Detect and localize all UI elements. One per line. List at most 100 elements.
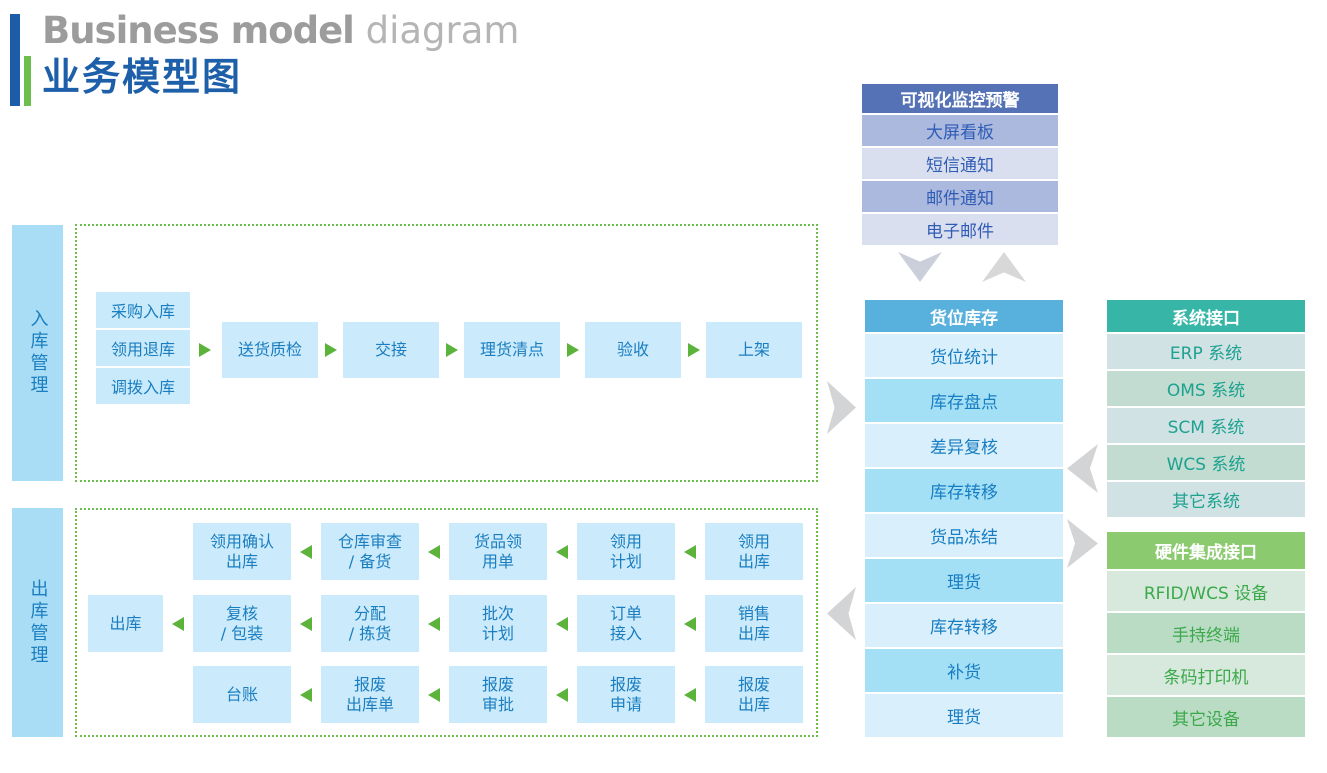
flow-arrow-left-icon xyxy=(556,687,568,702)
monitor-panel-rows: 大屏看板短信通知邮件通知电子邮件 xyxy=(862,115,1058,245)
inbound-dotted-box xyxy=(75,224,818,482)
outbound-box-cell: 报废 申请 xyxy=(577,666,675,723)
title-accent-bar-blue xyxy=(10,14,20,106)
outbound-box-cell: 销售 出库 xyxy=(705,595,803,652)
flow-arrow-left-icon xyxy=(172,616,184,631)
flow-separator-empty xyxy=(163,523,193,580)
flow-arrow-left-icon xyxy=(684,687,696,702)
flow-separator xyxy=(547,595,577,652)
outbound-box-cell: 领用 计划 xyxy=(577,523,675,580)
flow-separator xyxy=(291,666,321,723)
hardware-panel-header: 硬件集成接口 xyxy=(1107,532,1305,569)
system-panel-header: 系统接口 xyxy=(1107,300,1305,332)
system-panel-row: WCS 系统 xyxy=(1107,445,1305,480)
flow-separator xyxy=(675,595,705,652)
flow-arrow-left-icon xyxy=(556,544,568,559)
inventory-panel-header: 货位库存 xyxy=(865,300,1063,332)
outbound-row-1: 领用确认 出库仓库审查 / 备货货品领 用单领用 计划领用 出库 xyxy=(88,523,803,580)
flow-arrow-left-icon xyxy=(684,616,696,631)
title-accent-bar-green xyxy=(24,56,31,106)
flow-arrow-right-icon xyxy=(199,343,211,357)
monitor-panel-row: 邮件通知 xyxy=(862,181,1058,212)
flow-separator xyxy=(291,595,321,652)
arrow-inventory-to-outbound-icon xyxy=(827,587,856,640)
flow-separator xyxy=(291,523,321,580)
hardware-panel-row: 手持终端 xyxy=(1107,613,1305,653)
chevron-up-icon xyxy=(982,252,1026,282)
flow-separator xyxy=(547,523,577,580)
arrow-inbound-to-inventory-icon xyxy=(827,381,856,434)
flow-arrow-right-icon xyxy=(324,343,337,357)
title-english-bold: Business model xyxy=(42,9,355,52)
system-panel-row: OMS 系统 xyxy=(1107,371,1305,406)
outbound-box-cell: 报废 出库 xyxy=(705,666,803,723)
outbound-row-2: 出库复核 / 包装分配 / 拣货批次 计划订单 接入销售 出库 xyxy=(88,595,803,652)
flow-arrow-left-icon xyxy=(684,544,696,559)
monitor-panel-row: 电子邮件 xyxy=(862,214,1058,245)
system-panel-row: SCM 系统 xyxy=(1107,408,1305,443)
flow-separator xyxy=(163,595,193,652)
flow-arrow-left-icon xyxy=(300,687,312,702)
flow-arrow-right-icon xyxy=(687,343,700,357)
outbound-dotted-box xyxy=(75,508,818,737)
flow-separator xyxy=(675,666,705,723)
outbound-row-3: 台账报废 出库单报废 审批报废 申请报废 出库 xyxy=(88,666,803,723)
outbound-box-cell: 台账 xyxy=(193,666,291,723)
title-english-light: diagram xyxy=(353,9,520,52)
inbound-flow-box: 送货质检 xyxy=(222,322,318,378)
monitor-alert-panel: 可视化监控预警 大屏看板短信通知邮件通知电子邮件 xyxy=(862,84,1058,245)
monitor-panel-row: 短信通知 xyxy=(862,148,1058,179)
outbound-box-cell: 订单 接入 xyxy=(577,595,675,652)
outbound-box-cell: 货品领 用单 xyxy=(449,523,547,580)
outbound-management-label: 出库管理 xyxy=(12,508,63,737)
flow-arrow-right-icon xyxy=(566,343,579,357)
inventory-panel-row: 库存转移 xyxy=(865,604,1063,647)
outbound-box-cell: 报废 审批 xyxy=(449,666,547,723)
outbound-box-cell: 报废 出库单 xyxy=(321,666,419,723)
inbound-source-box: 调拨入库 xyxy=(96,368,190,404)
inbound-flow-box: 验收 xyxy=(585,322,681,378)
flow-separator xyxy=(439,322,464,378)
flow-arrow-left-icon xyxy=(428,544,440,559)
outbound-box-cell: 领用 出库 xyxy=(705,523,803,580)
inventory-panel-row: 库存盘点 xyxy=(865,379,1063,422)
inventory-panel-row: 差异复核 xyxy=(865,424,1063,467)
inbound-flow-row: 送货质检交接理货清点验收上架 xyxy=(222,322,802,378)
flow-arrow-left-icon xyxy=(300,544,312,559)
inbound-management-label: 入库管理 xyxy=(12,225,63,481)
flow-arrow-left-icon xyxy=(428,687,440,702)
title-chinese: 业务模型图 xyxy=(42,55,243,99)
inbound-source-box: 领用退库 xyxy=(96,330,190,366)
outbound-box-cell: 分配 / 拣货 xyxy=(321,595,419,652)
outbound-box-cell: 出库 xyxy=(88,595,163,652)
flow-separator xyxy=(675,523,705,580)
flow-separator xyxy=(318,322,343,378)
flow-arrow-left-icon xyxy=(300,616,312,631)
inventory-panel-row: 货位统计 xyxy=(865,334,1063,377)
flow-separator xyxy=(419,666,449,723)
flow-separator-empty xyxy=(163,666,193,723)
monitor-panel-header: 可视化监控预警 xyxy=(862,84,1058,113)
inbound-flow-box: 理货清点 xyxy=(464,322,560,378)
inventory-panel-row: 库存转移 xyxy=(865,469,1063,512)
inventory-panel: 货位库存 货位统计库存盘点差异复核库存转移货品冻结理货库存转移补货理货 xyxy=(865,300,1063,737)
arrow-inventory-to-hardware-icon xyxy=(1067,519,1098,568)
outbound-box-cell: 复核 / 包装 xyxy=(193,595,291,652)
chevron-down-icon xyxy=(898,252,942,282)
inventory-panel-rows: 货位统计库存盘点差异复核库存转移货品冻结理货库存转移补货理货 xyxy=(865,334,1063,737)
flow-separator xyxy=(681,322,706,378)
flow-separator xyxy=(560,322,585,378)
outbound-box-cell: 批次 计划 xyxy=(449,595,547,652)
inventory-panel-row: 补货 xyxy=(865,649,1063,692)
inbound-flow-box: 交接 xyxy=(343,322,439,378)
flow-separator xyxy=(419,595,449,652)
flow-arrow-left-icon xyxy=(428,616,440,631)
arrow-system-to-inventory-icon xyxy=(1067,444,1098,493)
system-panel-row: 其它系统 xyxy=(1107,482,1305,517)
hardware-panel-rows: RFID/WCS 设备手持终端条码打印机其它设备 xyxy=(1107,571,1305,737)
hardware-panel-row: 条码打印机 xyxy=(1107,655,1305,695)
outbound-box-cell: 领用确认 出库 xyxy=(193,523,291,580)
